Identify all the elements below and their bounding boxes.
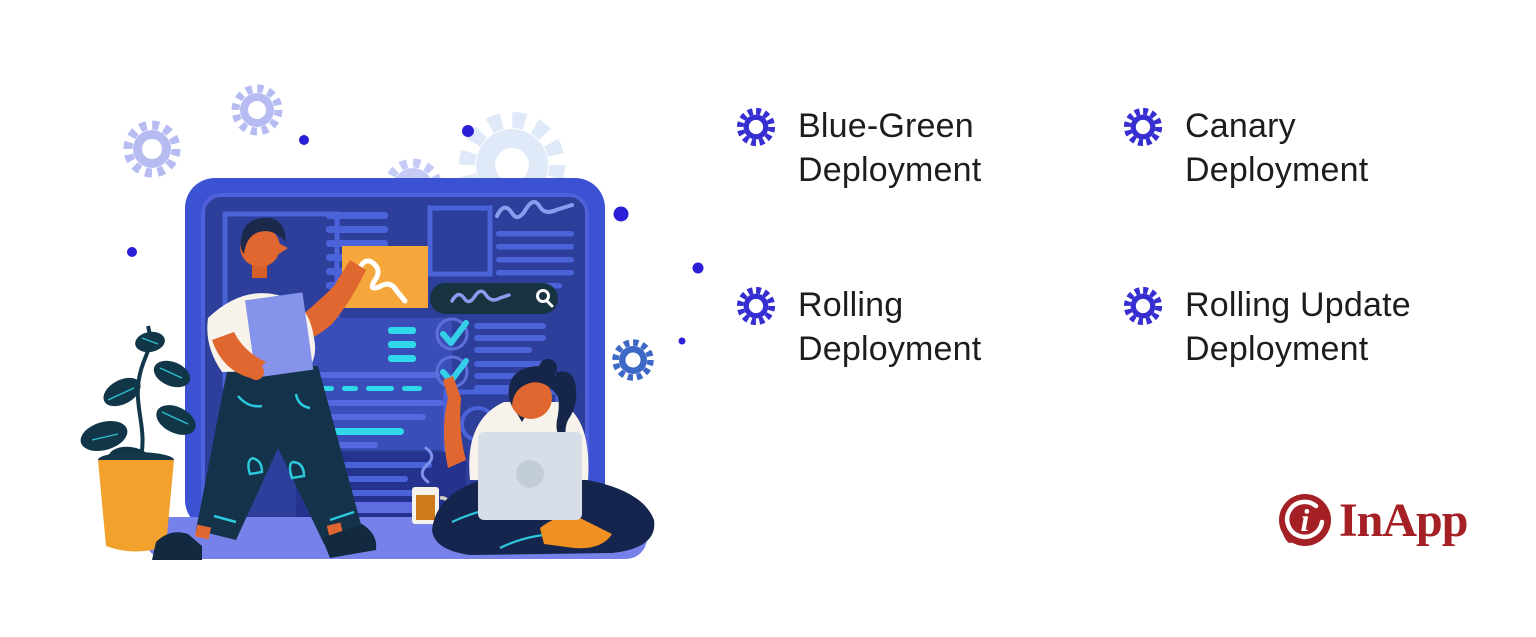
item-line2: Deployment — [798, 151, 982, 189]
svg-text:i: i — [1301, 502, 1310, 538]
decor-gear-icon — [231, 84, 283, 136]
inapp-logo-mark-icon: i — [1279, 494, 1331, 546]
gear-bullet-icon — [736, 107, 776, 147]
plant-pot — [80, 325, 196, 552]
deployment-item: Rolling Update Deployment — [1122, 283, 1411, 371]
search-bar — [430, 283, 558, 314]
item-line1: Blue-Green — [798, 107, 974, 145]
search-icon — [536, 289, 554, 308]
clipboard — [244, 292, 314, 378]
chart-squiggle — [495, 200, 574, 220]
decor-gear-icon — [123, 120, 181, 178]
gear-bullet-icon — [736, 286, 776, 326]
inapp-logo-text: InApp — [1339, 494, 1468, 547]
laptop — [478, 432, 582, 520]
deployment-item: Rolling Deployment — [735, 283, 981, 371]
standing-man — [152, 217, 377, 560]
item-line2: Deployment — [798, 330, 982, 368]
deployment-item-label: Rolling Update Deployment — [1185, 283, 1411, 371]
deployment-item-label: Canary Deployment — [1185, 104, 1368, 192]
gear-bullet-icon — [1123, 286, 1163, 326]
gear-bullet-icon — [1123, 107, 1163, 147]
sitting-woman — [432, 359, 655, 555]
decor-dots — [127, 125, 704, 345]
item-line1: Canary — [1185, 107, 1296, 145]
item-line1: Rolling Update — [1185, 286, 1411, 324]
decor-gear-icon — [612, 339, 654, 381]
deployment-item-label: Blue-Green Deployment — [798, 104, 981, 192]
item-line2: Deployment — [1185, 151, 1369, 189]
inapp-logo: i InApp — [1276, 492, 1468, 550]
deployment-item: Canary Deployment — [1122, 104, 1368, 192]
deployment-item-label: Rolling Deployment — [798, 283, 981, 371]
item-line1: Rolling — [798, 286, 904, 324]
item-line2: Deployment — [1185, 330, 1369, 368]
deployment-item: Blue-Green Deployment — [735, 104, 981, 192]
checkmark-icon — [435, 317, 469, 351]
illustration-team-dashboard — [80, 84, 704, 560]
